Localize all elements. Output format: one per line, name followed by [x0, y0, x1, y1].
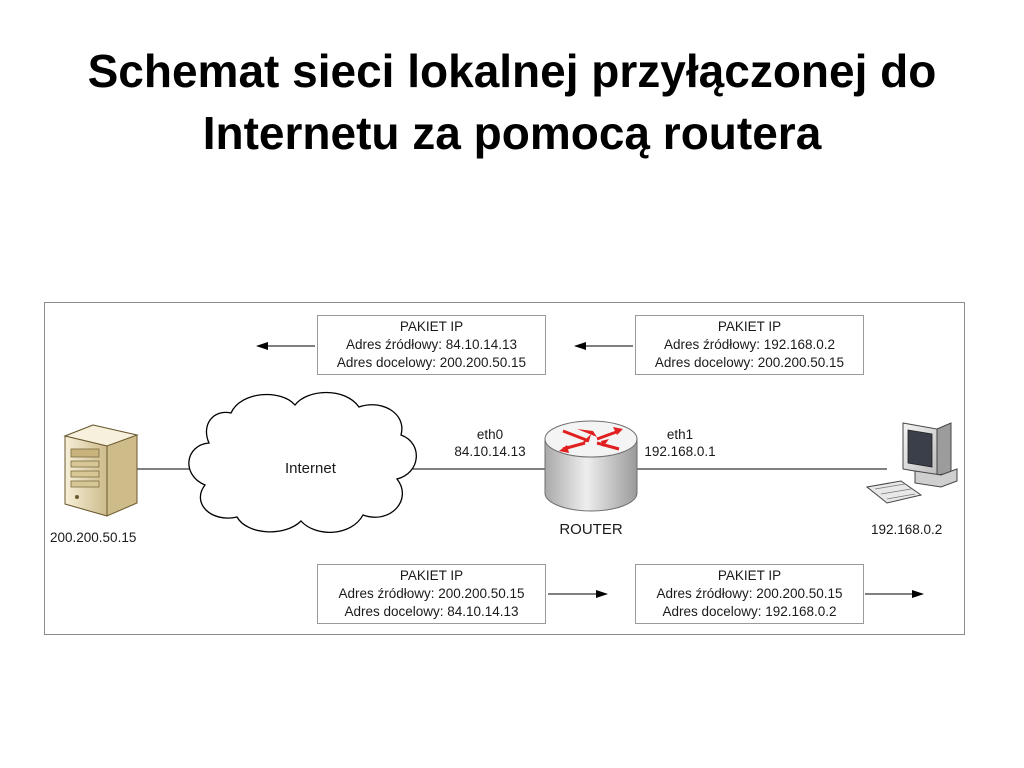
packet-source-address: Adres źródłowy: 84.10.14.13 [345, 337, 518, 352]
computer-icon [865, 422, 958, 504]
router-label: ROUTER [559, 521, 623, 538]
workstation-ip-label: 192.168.0.2 [871, 522, 943, 537]
packet-heading: PAKIET IP [717, 568, 782, 583]
packet-top-left: PAKIET IP Adres źródłowy: 84.10.14.13 Ad… [317, 315, 546, 375]
packet-destination-address: Adres docelowy: 84.10.14.13 [344, 604, 519, 619]
packet-heading: PAKIET IP [399, 319, 464, 334]
packet-heading: PAKIET IP [717, 319, 782, 334]
page-title: Schemat sieci lokalnej przyłączonej do I… [0, 40, 1024, 164]
page-title-line-2: Internetu za pomocą routera [202, 107, 822, 159]
eth1-name-label: eth1 [666, 427, 694, 442]
packet-bottom-right: PAKIET IP Adres źródłowy: 200.200.50.15 … [635, 564, 864, 624]
router-icon [544, 420, 638, 512]
page-title-line-1: Schemat sieci lokalnej przyłączonej do [87, 45, 937, 97]
packet-top-right: PAKIET IP Adres źródłowy: 192.168.0.2 Ad… [635, 315, 864, 375]
server-ip-label: 200.200.50.15 [50, 530, 137, 545]
diagram-graphics [63, 342, 958, 598]
network-diagram: PAKIET IP Adres źródłowy: 84.10.14.13 Ad… [44, 302, 965, 635]
packet-destination-address: Adres docelowy: 200.200.50.15 [336, 355, 527, 370]
packet-source-address: Adres źródłowy: 200.200.50.15 [338, 586, 525, 601]
packet-heading: PAKIET IP [399, 568, 464, 583]
eth1-ip-label: 192.168.0.1 [644, 444, 716, 459]
eth0-name-label: eth0 [476, 427, 504, 442]
internet-label: Internet [285, 460, 336, 477]
cloud-icon [188, 391, 417, 533]
packet-destination-address: Adres docelowy: 192.168.0.2 [662, 604, 837, 619]
packet-destination-address: Adres docelowy: 200.200.50.15 [654, 355, 845, 370]
packet-source-address: Adres źródłowy: 200.200.50.15 [656, 586, 843, 601]
packet-bottom-left: PAKIET IP Adres źródłowy: 200.200.50.15 … [317, 564, 546, 624]
packet-source-address: Adres źródłowy: 192.168.0.2 [663, 337, 836, 352]
server-icon [63, 424, 139, 517]
eth0-ip-label: 84.10.14.13 [454, 444, 526, 459]
